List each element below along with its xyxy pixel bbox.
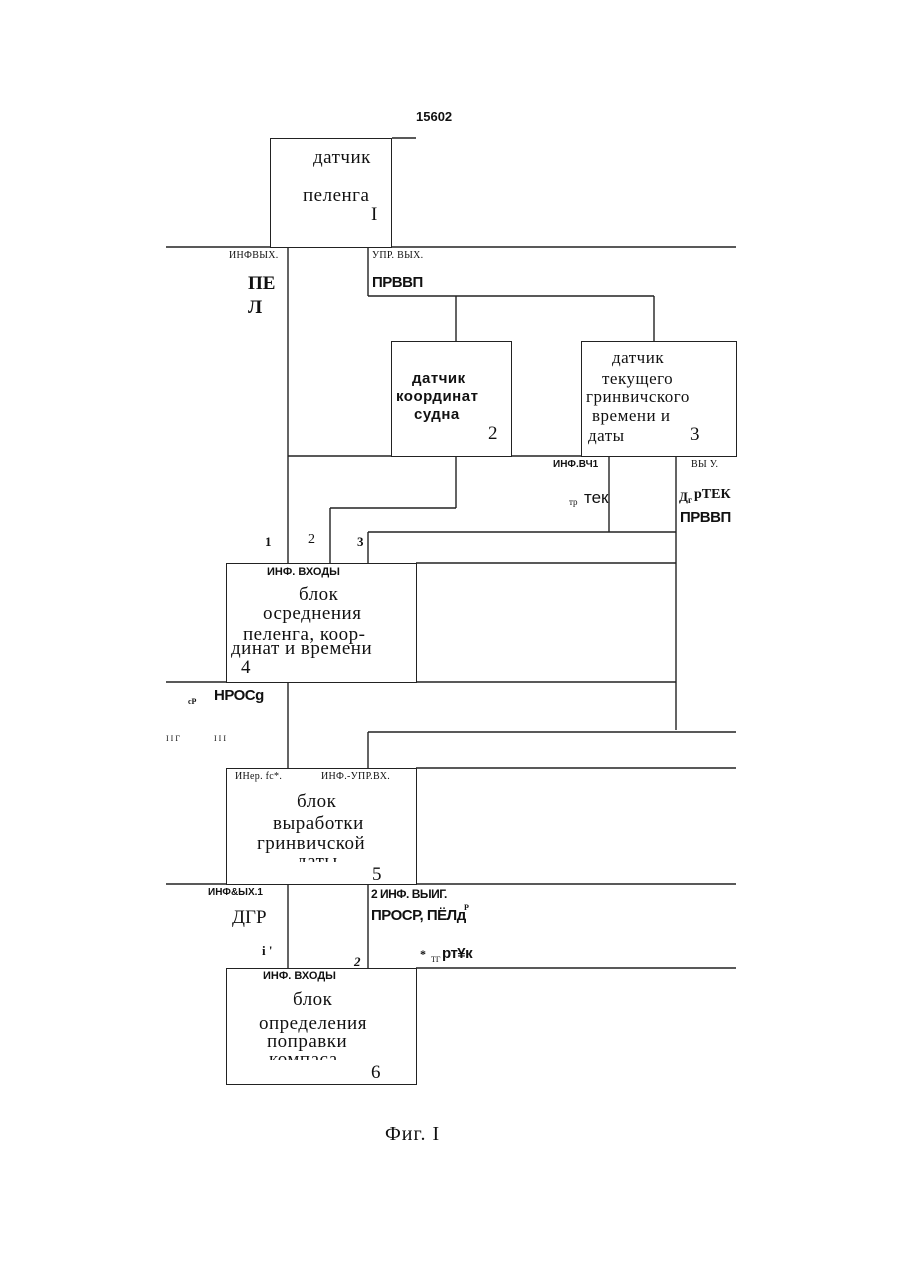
block-5-gmt-date-unit: ИНер. fc*. ИНФ.-УПР.ВХ. блок выработки г…: [226, 768, 417, 885]
input-3-label: 3: [357, 535, 364, 548]
figure-caption: Фиг. I: [385, 1124, 440, 1144]
block-3-gmt-time-sensor: датчик текущего гринвичского времени и д…: [581, 341, 737, 457]
block-4-line-2: осреднения: [263, 603, 361, 625]
block-1-number: I: [371, 205, 377, 224]
block-5-header-left: ИНер. fc*.: [235, 772, 282, 782]
block-1-line-2: пеленга: [303, 185, 369, 207]
label-sr-sub: cP: [188, 698, 196, 706]
label-pel-1: ПЕ: [248, 274, 275, 293]
block-1-line-1: датчик: [313, 147, 371, 169]
label-star: *: [420, 948, 426, 960]
label-output-2-info: 2 ИНФ. ВЫИГ.: [371, 888, 447, 900]
label-dgr-tek: рТЕК: [694, 488, 731, 502]
label-dgr-sub2: г: [688, 496, 692, 505]
label-ttek: тек: [584, 489, 609, 506]
block-2-line-1: датчик: [412, 370, 466, 387]
page-number: 15602: [416, 110, 452, 123]
label-prosr-pel: ПРОСР, ПЁЛд: [371, 908, 466, 923]
block-5-line-4: даты: [297, 851, 338, 873]
label-vy-u: ВЫ У.: [691, 460, 718, 470]
label-ttek-sub: тр: [569, 498, 578, 507]
block-3-line-1: датчик: [612, 347, 664, 369]
label-pel-2: Л: [248, 298, 262, 317]
block-6-number: 6: [371, 1063, 381, 1082]
block-4-inputs-header: ИНФ. ВХОДЫ: [267, 567, 340, 578]
input-2-label: 2: [308, 533, 315, 547]
label-dgr-sub: Д: [679, 490, 688, 503]
block-5-line-2: выработки: [273, 813, 364, 835]
block-2-ship-coordinates-sensor: датчик координат судна 2: [391, 341, 512, 457]
block-3-line-4: времени и: [592, 405, 670, 427]
label-trk: рт¥к: [442, 946, 472, 961]
label-ticks-left: I I Г: [166, 735, 180, 743]
label-hpocg: НРОСg: [214, 688, 264, 703]
label-dgr: ДГР: [232, 908, 267, 927]
block-1-bearing-sensor: датчик пеленга I: [270, 138, 392, 248]
block-4-number: 4: [241, 658, 251, 677]
label-tgr-sub: ТГ: [431, 956, 441, 964]
block-4-averaging-unit: ИНФ. ВХОДЫ блок осреднения пеленга, коор…: [226, 563, 417, 683]
block-6-inputs-header: ИНФ. ВХОДЫ: [263, 971, 336, 982]
block-6-compass-correction-unit: ИНФ. ВХОДЫ блок определения поправки ком…: [226, 968, 417, 1085]
label-info-output-1: ИНФ&ЫХ.1: [208, 888, 263, 898]
label-info-vch: ИНФ.ВЧ1: [553, 460, 598, 470]
block-5-line-1: блок: [297, 791, 336, 813]
block-6-line-4: компаса: [269, 1049, 338, 1071]
label-prosr-sup: Р: [464, 904, 469, 912]
block-3-line-5: даты: [588, 425, 625, 447]
block-2-number: 2: [488, 424, 498, 443]
block-6-line-1: блок: [293, 989, 332, 1011]
block-5-number: 5: [372, 865, 382, 884]
block-3-number: 3: [690, 425, 700, 444]
label-ticks-right: I I I: [214, 735, 226, 743]
input-2-block-6: 2: [354, 955, 361, 968]
label-control-output: УПР. ВЫХ.: [372, 251, 423, 261]
block-4-line-4: динат и времени: [231, 638, 372, 660]
label-prvvp-2: ПРВВП: [680, 510, 731, 525]
block-2-line-2: координат: [396, 388, 478, 405]
input-1-label: 1: [265, 535, 272, 548]
label-info-output: ИНФВЫХ.: [229, 251, 279, 261]
block-5-header-right: ИНФ.-УПР.ВХ.: [321, 772, 390, 782]
label-prvvp-1: ПРВВП: [372, 275, 423, 290]
label-i-mark: i ': [262, 944, 272, 957]
block-2-line-3: судна: [414, 406, 460, 423]
